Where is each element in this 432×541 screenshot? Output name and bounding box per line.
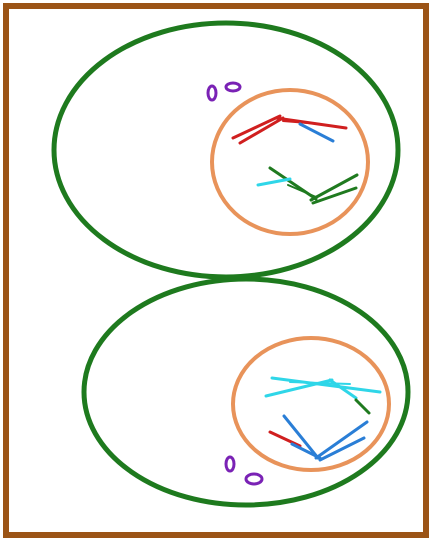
chromosome-icon xyxy=(238,116,285,145)
bottom-cell xyxy=(81,276,411,508)
bottom-chromosome-group-upper xyxy=(264,376,382,415)
bottom-cell-membrane-icon xyxy=(81,276,411,508)
chromosome-icon xyxy=(290,442,322,460)
top-chromosome-group-lower xyxy=(256,166,359,205)
top-centriole-icon xyxy=(206,84,218,102)
top-cell-membrane-icon xyxy=(51,20,401,280)
top-chromosome-group-upper xyxy=(231,114,348,145)
chromosome-icon xyxy=(354,398,371,415)
chromosome-icon xyxy=(298,122,335,143)
bottom-centriole-icon xyxy=(224,455,236,473)
chromosome-icon xyxy=(311,186,358,205)
top-nucleus-envelope-icon xyxy=(210,88,370,236)
chromosome-icon xyxy=(309,173,359,202)
chromosome-icon xyxy=(289,381,351,385)
chromosome-icon xyxy=(270,376,382,394)
chromosome-icon xyxy=(287,184,317,198)
chromosome-icon xyxy=(268,430,302,448)
top-cell xyxy=(51,20,401,280)
chromosome-icon xyxy=(282,120,321,125)
chromosome-icon xyxy=(231,114,282,140)
chromosome-icon xyxy=(318,436,366,462)
chromosome-icon xyxy=(256,177,292,187)
bottom-nucleus-envelope-icon xyxy=(231,336,391,472)
chromosome-icon xyxy=(282,414,320,460)
chromosome-icon xyxy=(314,420,369,460)
bottom-centriole-icon xyxy=(244,472,264,486)
bottom-chromosome-group-lower xyxy=(268,414,369,462)
top-centriole-icon xyxy=(224,81,242,93)
